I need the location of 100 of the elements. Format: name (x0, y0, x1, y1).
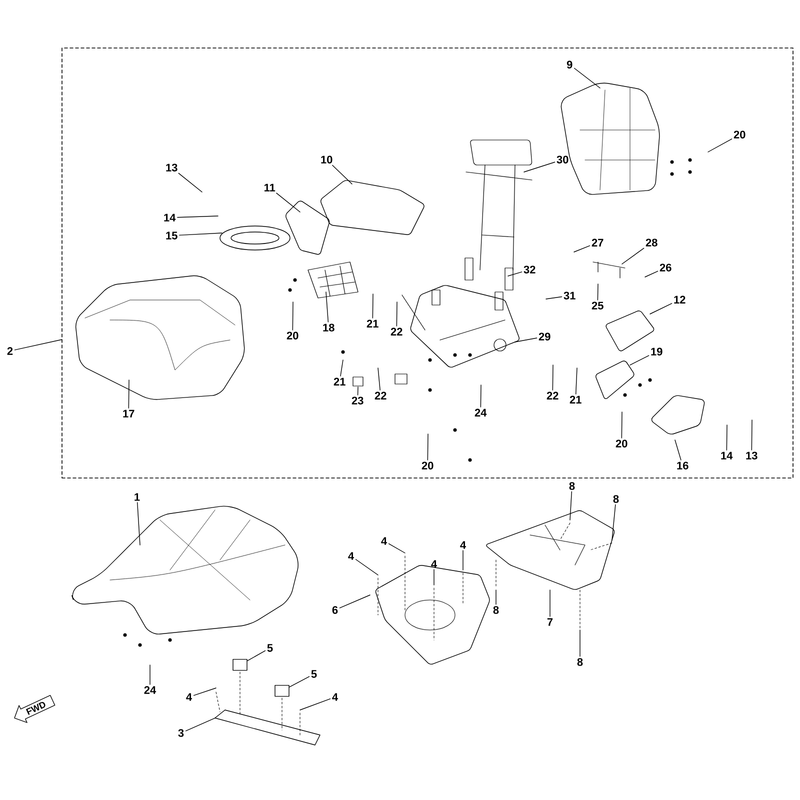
callout-number: 5 (267, 644, 273, 652)
callout-number: 12 (674, 296, 686, 304)
callout-number: 16 (677, 462, 688, 470)
callout-number: 8 (569, 482, 575, 490)
callout-number: 21 (570, 396, 582, 404)
callout-number: 4 (332, 693, 338, 701)
callout-number: 21 (366, 320, 378, 328)
callout-number: 17 (123, 410, 134, 418)
leader-line (178, 172, 202, 192)
callout-number: 21 (334, 378, 346, 386)
callout-number: 31 (564, 292, 576, 300)
leader-line (462, 550, 464, 570)
leader-line (546, 296, 562, 300)
bushing (274, 684, 290, 697)
leader-line (289, 676, 310, 688)
leader-line (644, 270, 658, 278)
callout-number: 9 (566, 60, 572, 68)
callout-number: 4 (186, 693, 192, 701)
callout-number: 32 (524, 266, 536, 274)
leader-line (179, 232, 222, 236)
callout-number: 8 (577, 658, 583, 666)
callout-number: 22 (546, 392, 558, 400)
leader-line (480, 384, 482, 408)
leader-line (357, 386, 358, 396)
leader-line (597, 284, 598, 300)
dashed-group-frame (62, 48, 794, 478)
leader-line (751, 420, 752, 450)
leader-line (247, 650, 266, 662)
callout-number: 22 (390, 328, 402, 336)
leader-line (339, 594, 370, 608)
callout-number: 18 (323, 324, 334, 332)
leader-line (427, 434, 428, 460)
callout-number: 19 (651, 348, 662, 356)
leader-line (372, 294, 374, 318)
callout-number: 4 (348, 552, 354, 560)
callout-number: 20 (616, 440, 628, 448)
leader-line (622, 248, 644, 264)
leader-line (574, 245, 590, 252)
leader-line (388, 543, 406, 554)
callout-number: 22 (374, 392, 386, 400)
leader-line (14, 339, 62, 350)
leader-line (193, 688, 216, 696)
leader-line (630, 355, 650, 366)
callout-number: 14 (721, 452, 733, 460)
leader-line (570, 491, 572, 520)
callout-number: 4 (381, 537, 387, 545)
bushing (232, 658, 248, 671)
callout-number: 2 (7, 347, 13, 355)
callout-number: 20 (286, 332, 298, 340)
callout-number: 23 (352, 396, 364, 404)
leader-line (185, 718, 216, 732)
leader-line (621, 412, 622, 438)
callout-number: 30 (556, 156, 568, 164)
callout-number: 28 (646, 238, 658, 246)
leader-line (524, 162, 556, 172)
leader-line (300, 698, 331, 710)
callout-number: 20 (422, 462, 434, 470)
leader-line (576, 368, 578, 394)
leader-line (292, 302, 294, 330)
callout-number: 24 (474, 408, 487, 416)
leader-line (276, 192, 300, 212)
leader-line (396, 302, 398, 326)
leader-line (128, 380, 130, 408)
leader-line (574, 68, 600, 88)
callout-number: 25 (592, 302, 604, 310)
callout-number: 26 (660, 264, 672, 272)
leader-line (514, 338, 538, 342)
leader-line (177, 216, 218, 218)
callout-number: 8 (613, 495, 619, 503)
leader-line (378, 368, 380, 390)
callout-number: 3 (178, 729, 184, 737)
callout-number: 7 (547, 618, 553, 626)
leader-line (552, 364, 554, 390)
leader-line (508, 272, 522, 276)
callout-number: 4 (431, 560, 437, 568)
callout-number: 4 (460, 541, 466, 549)
callout-number: 11 (264, 184, 276, 192)
callout-number: 14 (164, 214, 176, 222)
leader-line (650, 303, 672, 314)
leader-line (137, 502, 140, 546)
callout-number: 29 (538, 332, 550, 340)
leader-line (612, 504, 616, 540)
leader-line (355, 559, 378, 576)
callout-number: 24 (144, 686, 156, 694)
leader-line (708, 138, 732, 152)
leader-line (726, 424, 728, 450)
leader-line (674, 440, 682, 460)
callout-number: 13 (166, 164, 178, 172)
callout-number: 1 (134, 493, 140, 501)
leader-line (332, 164, 352, 184)
leader-line (340, 360, 344, 376)
callout-number: 15 (166, 232, 178, 240)
callout-number: 6 (332, 606, 338, 614)
callout-number: 10 (321, 156, 332, 164)
leader-line (326, 292, 329, 322)
callout-number: 20 (734, 130, 746, 138)
callout-number: 13 (746, 452, 758, 460)
callout-number: 27 (592, 238, 604, 246)
callout-number: 8 (493, 606, 499, 614)
callout-number: 5 (311, 670, 317, 678)
